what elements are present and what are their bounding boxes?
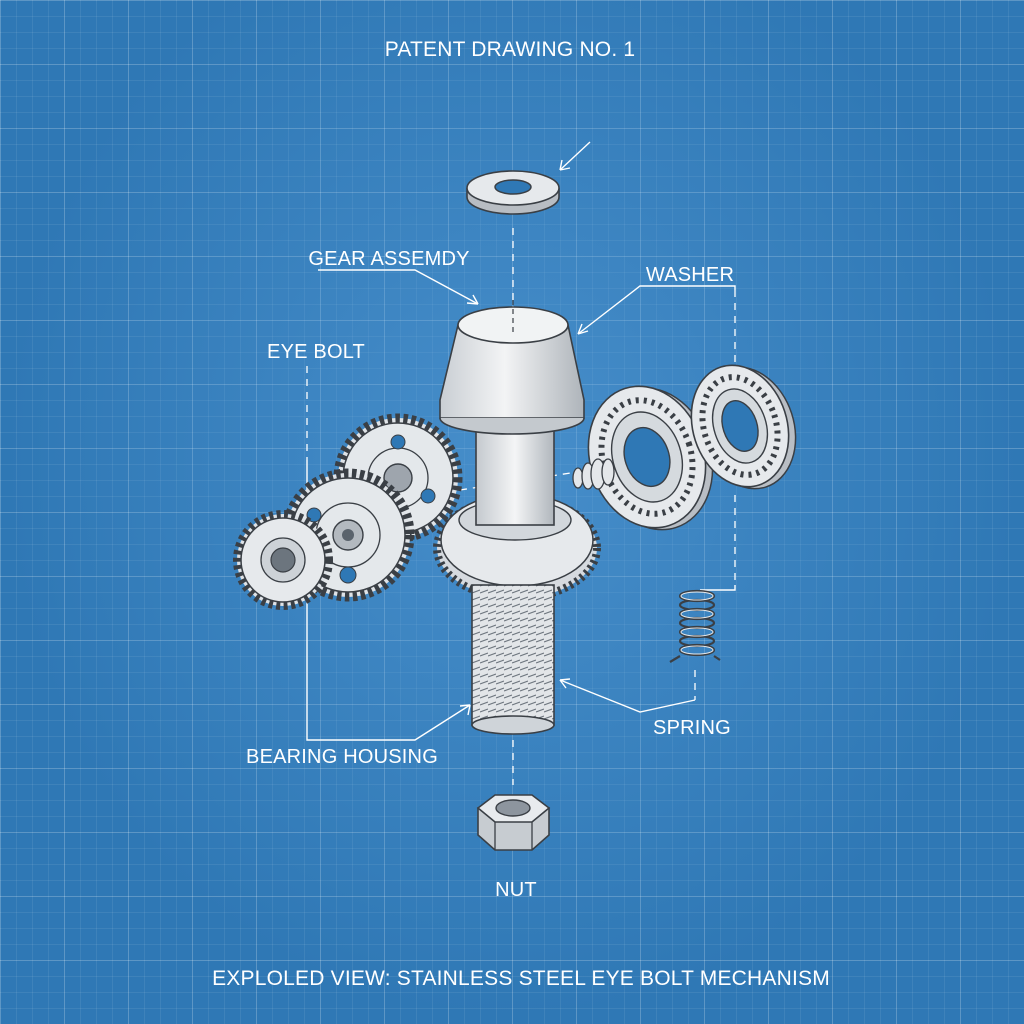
label-spring: SPRING xyxy=(653,717,731,739)
drawing-title: PATENT DRAWING NO. 1 xyxy=(384,38,636,61)
eye-bolt-body-part xyxy=(439,300,585,735)
label-bearing-housing: BEARING HOUSING xyxy=(246,746,438,768)
top-washer-part xyxy=(466,170,560,215)
gear-front xyxy=(233,510,333,610)
gear-train-part xyxy=(233,413,463,610)
label-washer: WASHER xyxy=(645,264,735,286)
drawing-caption: EXPLOLED VIEW: STAINLESS STEEL EYE BOLT … xyxy=(212,967,830,990)
bearing-rear-part xyxy=(690,364,797,490)
label-eye-bolt: EYE BOLT xyxy=(267,341,365,363)
label-nut: NUT xyxy=(495,879,537,901)
hex-nut-part xyxy=(476,794,551,851)
label-gear-assembly: GEAR ASSEMDY xyxy=(308,248,470,270)
worm-screw-part xyxy=(572,458,615,490)
bearing-front-part xyxy=(587,385,714,531)
spring-highlight xyxy=(680,591,714,655)
